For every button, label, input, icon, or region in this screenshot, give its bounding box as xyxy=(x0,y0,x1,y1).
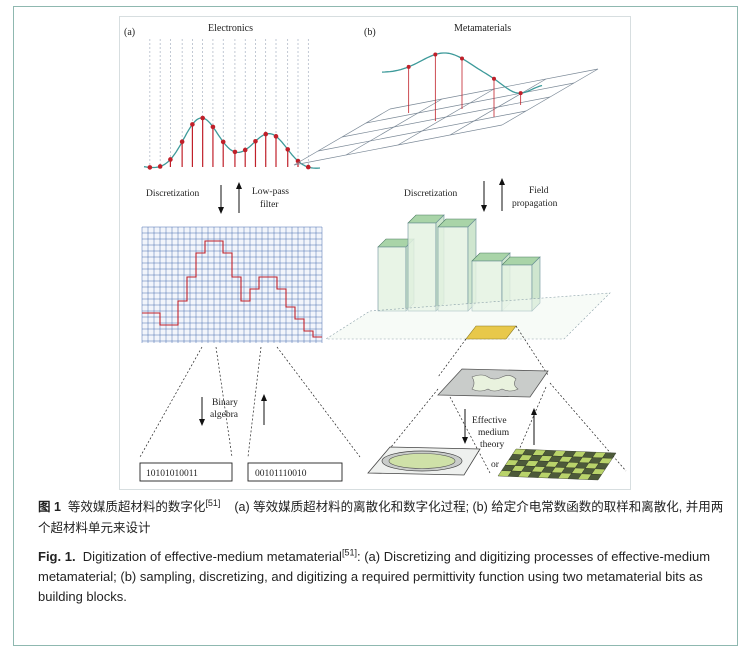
caption-cn-ref[interactable]: [51] xyxy=(205,497,221,508)
discretized-blocks xyxy=(324,214,611,340)
lowpass-label-1: Low-pass xyxy=(252,187,289,197)
lowpass-label-2: filter xyxy=(260,199,279,210)
figure-illustration: (a) Electronics (b) Metamaterials Discre… xyxy=(124,23,627,482)
code-right: 00101110010 xyxy=(255,469,307,479)
field-label-1: Field xyxy=(529,186,549,196)
caption-cn-label: 图 1 xyxy=(38,500,61,514)
metamaterial-puzzle-tile xyxy=(437,368,549,398)
discretization-arrow-a xyxy=(218,185,224,214)
permittivity-point xyxy=(406,64,411,69)
code-left: 10101010011 xyxy=(146,469,198,479)
sample-point xyxy=(210,124,216,130)
sample-point xyxy=(157,164,163,169)
permittivity-grid xyxy=(293,68,599,166)
caption-en-text: : (a) Discretizing and digitizing proces… xyxy=(38,549,711,604)
binary-projection xyxy=(139,346,361,458)
grid-unit-cell xyxy=(497,448,617,481)
sample-point xyxy=(220,139,226,145)
sample-point xyxy=(285,147,291,152)
code-box-right xyxy=(247,462,343,482)
block-front xyxy=(407,222,437,312)
field-arrow xyxy=(499,178,505,211)
panel-a-title: Electronics xyxy=(208,23,253,34)
emt-label-2: medium xyxy=(478,428,510,438)
binary-arrow-down xyxy=(199,397,205,426)
discretization-label-a: Discretization xyxy=(146,189,200,199)
sample-point xyxy=(190,122,195,127)
sample-point xyxy=(263,131,269,137)
discretization-arrow-b xyxy=(481,181,487,212)
digitized-grid xyxy=(141,226,323,343)
sampled-signal xyxy=(143,39,321,170)
caption-en-title: Digitization of effective-medium metamat… xyxy=(82,549,342,564)
sample-point xyxy=(273,134,279,139)
sample-point xyxy=(305,164,311,170)
or-label: or xyxy=(491,460,500,470)
binary-label-1: Binary xyxy=(212,398,238,408)
sample-point xyxy=(200,115,205,121)
caption-cn-title: 等效媒质超材料的数字化 xyxy=(67,500,206,514)
caption-en-label: Fig. 1. xyxy=(38,549,76,564)
discretization-label-b: Discretization xyxy=(404,189,458,199)
block-front xyxy=(437,226,469,312)
sample-point xyxy=(168,157,173,162)
emt-label-3: theory xyxy=(480,440,505,450)
emt-arrow-up xyxy=(531,408,537,445)
field-label-2: propagation xyxy=(512,199,558,209)
binary-arrow-up xyxy=(261,394,267,425)
caption-cn-text: (a) 等效媒质超材料的离散化和数字化过程; (b) 给定介电常数函数的取样和离… xyxy=(38,500,724,535)
selected-cell xyxy=(465,325,517,340)
caption-english: Fig. 1. Digitization of effective-medium… xyxy=(38,547,728,607)
permittivity-point xyxy=(492,76,496,81)
permittivity-samples xyxy=(408,54,522,121)
block-front xyxy=(377,246,407,312)
sample-point xyxy=(179,139,185,145)
block-base xyxy=(324,292,611,340)
sample-point xyxy=(253,138,258,144)
permittivity-points xyxy=(406,52,523,96)
emt-label-1: Effective xyxy=(472,415,507,426)
lowpass-arrow xyxy=(236,182,242,213)
sample-point xyxy=(147,165,153,170)
sample-point xyxy=(242,147,248,153)
figure-panel: (a) Electronics (b) Metamaterials Discre… xyxy=(119,16,631,490)
caption-chinese: 图 1 等效媒质超材料的数字化[51] (a) 等效媒质超材料的离散化和数字化过… xyxy=(38,497,728,539)
permittivity-point xyxy=(460,56,464,61)
code-box-left xyxy=(139,462,233,482)
emt-arrow-down xyxy=(462,409,468,444)
grid-unit-pixel xyxy=(587,473,602,481)
sample-point xyxy=(232,149,238,155)
binary-label-2: algebra xyxy=(210,410,239,420)
panel-a-tag: (a) xyxy=(124,27,135,38)
caption-en-ref[interactable]: [51] xyxy=(341,547,357,558)
panel-b-tag: (b) xyxy=(364,27,376,38)
panel-b-title: Metamaterials xyxy=(454,23,511,34)
permittivity-point xyxy=(518,91,523,96)
disk-unit-cell xyxy=(367,446,481,476)
permittivity-point xyxy=(433,52,438,57)
